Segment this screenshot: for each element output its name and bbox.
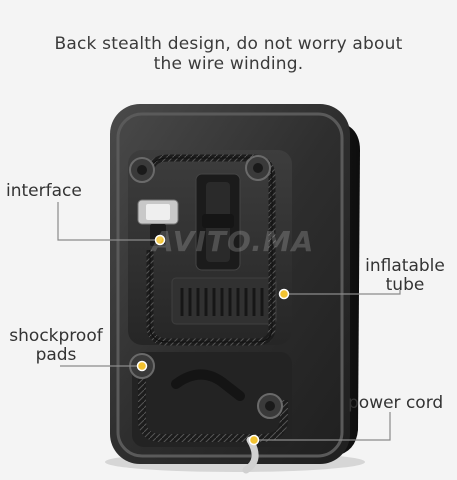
power-cord-loop [138, 372, 288, 442]
marker-power-cord [248, 434, 260, 446]
rear-lower-recess [132, 352, 292, 447]
shockproof-pad-bottom-right [257, 393, 283, 419]
page-heading: Back stealth design, do not worry about … [0, 34, 457, 74]
marker-shockproof-pad [136, 360, 148, 372]
device-rear-rim [116, 112, 344, 458]
vent-grille [171, 277, 277, 325]
callout-shockproof-line-1: shockproof [9, 326, 103, 346]
marker-inflatable-tube [278, 288, 290, 300]
shockproof-pad-top-right [245, 155, 271, 181]
hose-clip-slot [195, 173, 241, 271]
callout-inflatable-line-2: tube [385, 275, 425, 295]
callout-inflatable-line-1: inflatable [365, 256, 445, 276]
callout-inflatable-tube: inflatable tube [360, 257, 450, 295]
callout-interface: interface [6, 181, 82, 201]
callout-shockproof-pads: shockproof pads [0, 327, 112, 365]
watermark: AVITO.MA [152, 225, 315, 258]
shockproof-pad-top-left [129, 157, 155, 183]
callout-line-inflatable [284, 290, 401, 295]
power-cord-plug-lead [171, 369, 245, 401]
callout-shockproof-line-2: pads [35, 345, 77, 365]
callout-power-cord: power cord [348, 393, 444, 413]
marker-interface [154, 234, 166, 246]
heading-line-1: Back stealth design, do not worry about [54, 34, 403, 54]
heading-line-2: the wire winding. [153, 54, 304, 74]
callout-line-interface [57, 202, 158, 241]
tube-outline [149, 157, 273, 343]
callout-line-power-cord [256, 412, 391, 441]
